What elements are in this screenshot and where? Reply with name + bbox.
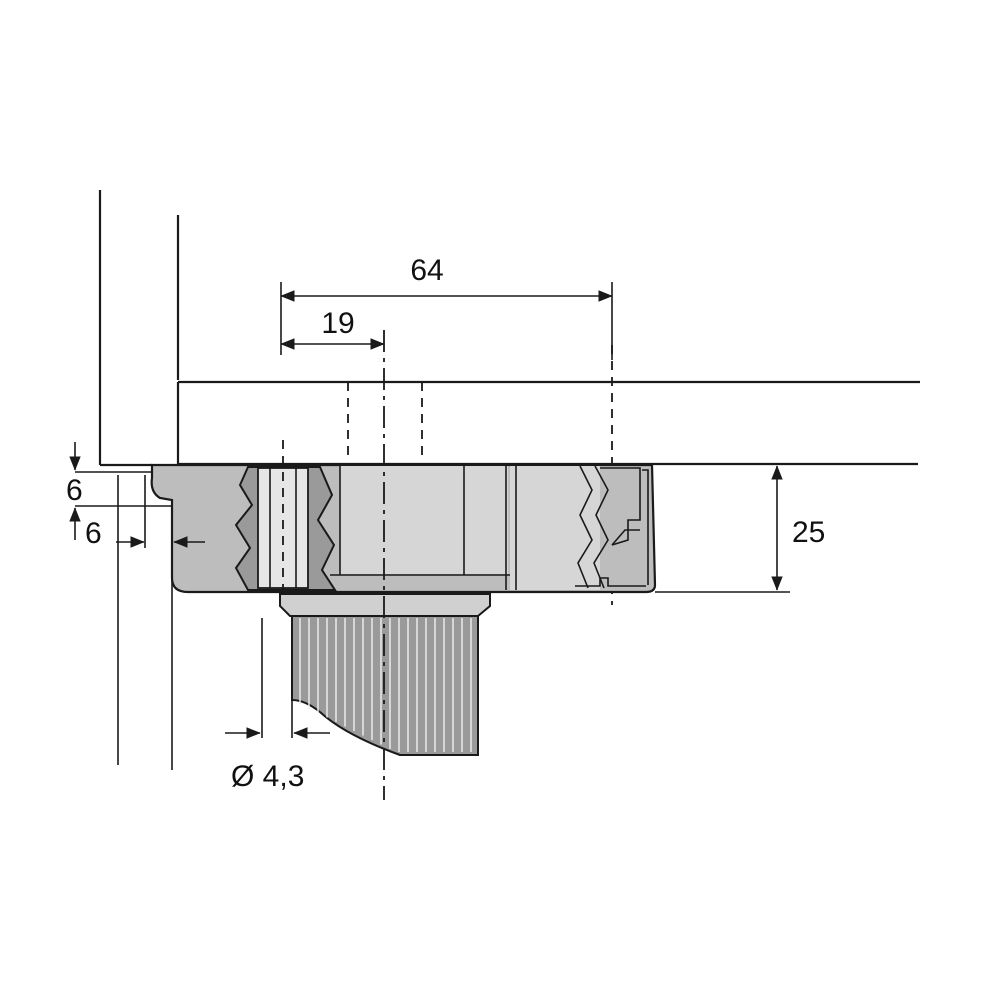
dim-6-side: 6 — [85, 475, 205, 770]
dim-6-top-label: 6 — [66, 474, 83, 507]
dim-diameter-label: Ø 4,3 — [231, 760, 304, 793]
cutaway-section-right — [577, 465, 609, 589]
dim-64-label: 64 — [410, 254, 443, 287]
connector-housing — [150, 463, 657, 594]
shelf-board — [176, 380, 920, 466]
knurl-lines — [299, 618, 472, 752]
knurled-shaft — [279, 593, 491, 756]
dim-diameter: Ø 4,3 — [225, 618, 330, 793]
dim-25-label: 25 — [792, 516, 825, 549]
dim-6-top: 6 — [66, 442, 172, 540]
dim-19-label: 19 — [321, 307, 354, 340]
dim-64: 64 — [280, 254, 613, 360]
dim-6-side-label: 6 — [85, 517, 102, 550]
cutaway-section-left — [234, 440, 337, 591]
cabinet-side-panel — [98, 190, 180, 467]
dim-19: 19 — [280, 307, 385, 350]
dim-25: 25 — [655, 465, 825, 593]
